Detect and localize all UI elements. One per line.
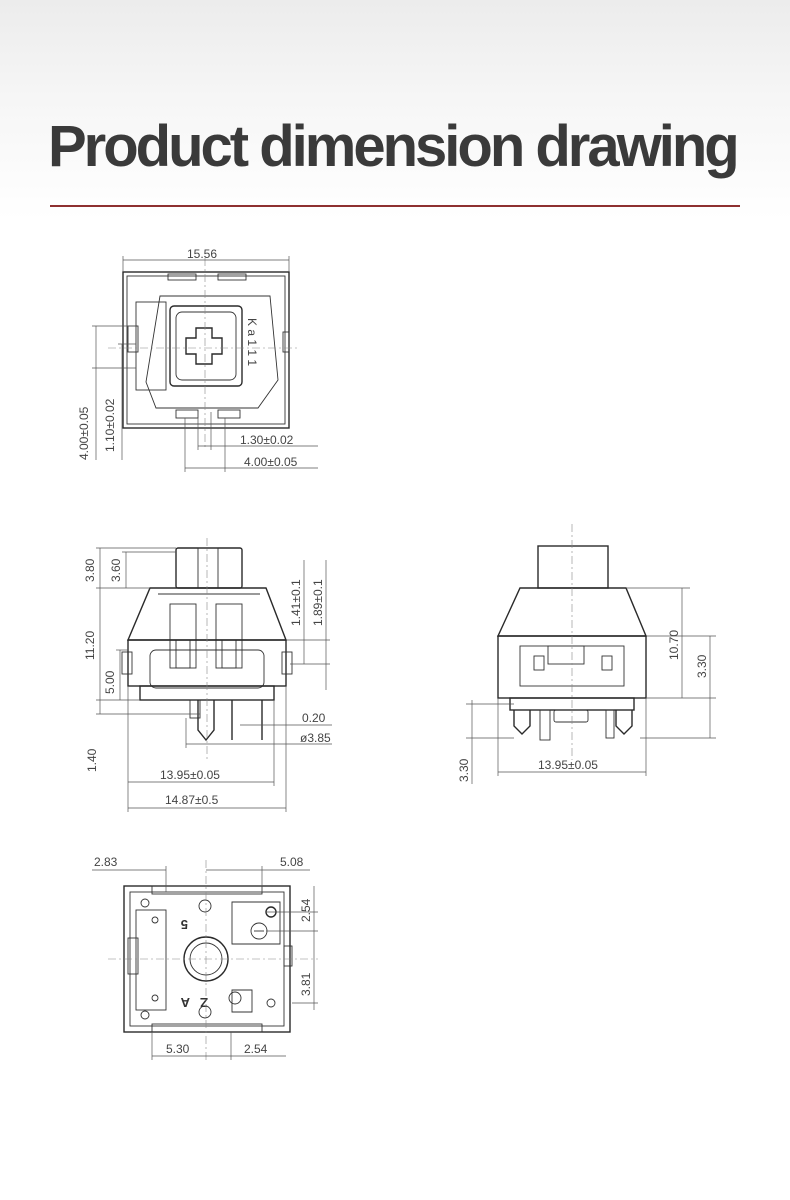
top-dim-400-vertical: 4.00±0.05 — [77, 406, 91, 460]
front-dim-189: 1.89±0.1 — [311, 579, 325, 626]
keycap-mark-text: K a 1 1 1 — [245, 318, 259, 366]
front-dim-380: 3.80 — [83, 558, 97, 582]
front-dim-140: 1.40 — [85, 748, 99, 772]
pin-label-5: 5 — [181, 917, 188, 932]
top-dim-130: 1.30±0.02 — [240, 433, 294, 447]
front-dim-1395: 13.95±0.05 — [160, 768, 220, 782]
side-view: 10.70 3.30 3.30 13.95±0.05 — [457, 524, 716, 784]
side-dim-330-right: 3.30 — [695, 654, 709, 678]
top-width-dim: 15.56 — [187, 247, 217, 261]
pin-label-a: A — [180, 995, 190, 1010]
bottom-dim-381: 3.81 — [299, 972, 313, 996]
top-dim-400-horizontal: 4.00±0.05 — [244, 455, 298, 469]
bottom-dim-254-right: 2.54 — [299, 898, 313, 922]
front-dim-diameter: ø3.85 — [300, 731, 331, 745]
pin-label-z: Z — [200, 995, 208, 1010]
bottom-view: 5 Z A 2.83 5.08 2.54 3.81 5.30 2.54 — [92, 855, 318, 1062]
bottom-dim-254-bottom: 2.54 — [244, 1042, 268, 1056]
header-background — [0, 0, 790, 220]
front-view: 3.80 3.60 11.20 5.00 1.40 1.41±0.1 1.89±… — [83, 538, 332, 812]
page-title: Product dimension drawing — [48, 114, 740, 179]
side-dim-1395: 13.95±0.05 — [538, 758, 598, 772]
front-dim-020: 0.20 — [302, 711, 326, 725]
front-dim-360: 3.60 — [109, 558, 123, 582]
title-underline — [50, 205, 740, 207]
front-dim-1487: 14.87±0.5 — [165, 793, 219, 807]
front-dim-1120: 11.20 — [83, 631, 97, 660]
top-view: K a 1 1 1 15.56 4.00±0.05 1.10±0.02 1.30… — [77, 247, 318, 472]
bottom-dim-530: 5.30 — [166, 1042, 190, 1056]
bottom-dim-283: 2.83 — [94, 855, 118, 869]
front-dim-500: 5.00 — [103, 670, 117, 694]
bottom-dim-508: 5.08 — [280, 855, 304, 869]
side-dim-1070: 10.70 — [667, 630, 681, 660]
front-dim-141: 1.41±0.1 — [289, 579, 303, 626]
top-dim-110: 1.10±0.02 — [103, 398, 117, 452]
side-dim-330-left: 3.30 — [457, 758, 471, 782]
